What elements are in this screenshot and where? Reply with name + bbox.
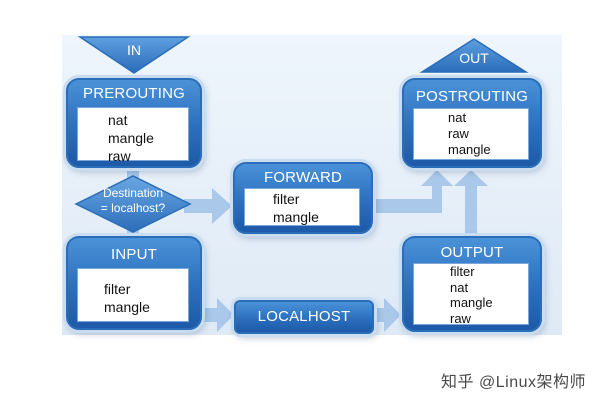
chain-input-title: INPUT <box>111 246 157 263</box>
table-entry: mangle <box>273 209 319 225</box>
table-entry: filter <box>450 264 475 279</box>
chain-prerouting: PREROUTING nat mangle raw <box>66 78 202 168</box>
in-label: IN <box>127 42 141 58</box>
table-entry: filter <box>273 191 300 207</box>
table-entry: nat <box>450 279 469 295</box>
table-entry: raw <box>108 148 131 164</box>
chain-output: OUTPUT filter nat mangle raw <box>402 236 542 332</box>
chain-prerouting-title: PREROUTING <box>82 85 185 102</box>
out-label: OUT <box>459 50 489 66</box>
arrow-localhost-to-output <box>373 298 401 332</box>
decision-diamond <box>74 175 192 233</box>
table-entry: mangle <box>450 295 493 310</box>
postrouting-table-list: nat raw mangle <box>413 108 529 160</box>
chain-postrouting-title: POSTROUTING <box>415 88 529 105</box>
forward-table-list: filter mangle <box>244 188 360 226</box>
chain-forward: FORWARD filter mangle <box>233 162 373 234</box>
chain-output-title: OUTPUT <box>440 244 504 261</box>
arrow-output-to-postrouting <box>454 170 488 236</box>
table-entry: mangle <box>104 299 150 315</box>
out-exit-arrow <box>419 38 529 73</box>
decision-label-line1: Destination <box>102 186 164 200</box>
table-entry: filter <box>104 281 131 297</box>
arrow-input-to-localhost <box>201 298 234 332</box>
table-entry: raw <box>450 310 471 326</box>
table-entry: raw <box>448 126 469 141</box>
prerouting-table-list: nat mangle raw <box>77 107 189 164</box>
localhost-box: LOCALHOST <box>234 300 374 334</box>
in-entry-arrow <box>77 36 191 74</box>
decision-label: Destination = localhost? <box>86 186 180 216</box>
chain-input: INPUT filter mangle <box>66 236 202 330</box>
localhost-label: LOCALHOST <box>257 308 351 325</box>
chain-forward-title: FORWARD <box>263 169 343 186</box>
decision-label-line2: = localhost? <box>100 201 166 215</box>
table-entry: mangle <box>448 142 491 157</box>
output-table-list: filter nat mangle raw <box>413 263 529 326</box>
chain-postrouting: POSTROUTING nat raw mangle <box>402 78 542 168</box>
watermark: 知乎 @Linux架构师 <box>441 374 586 391</box>
arrow-decision-to-forward <box>184 188 232 224</box>
input-table-list: filter mangle <box>77 268 189 322</box>
table-entry: nat <box>448 110 467 125</box>
table-entry: mangle <box>108 130 154 146</box>
table-entry: nat <box>108 112 128 128</box>
arrow-forward-to-postrouting <box>373 170 453 213</box>
